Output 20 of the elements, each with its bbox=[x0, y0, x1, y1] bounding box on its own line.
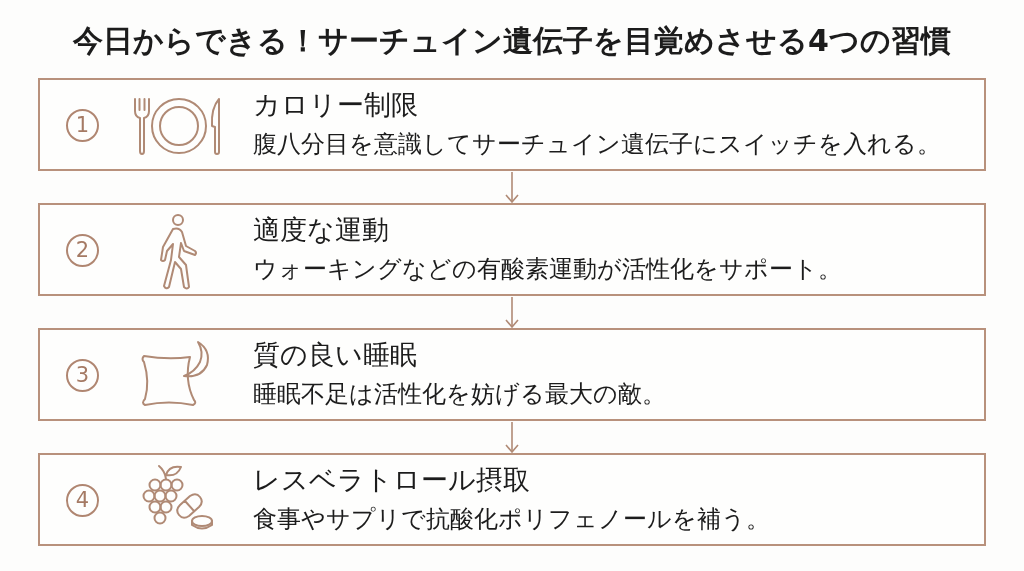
step-description: 食事やサプリで抗酸化ポリフェノールを補う。 bbox=[253, 504, 770, 534]
arrow bbox=[505, 171, 519, 203]
step-box bbox=[38, 453, 986, 546]
diagram-title: 今日からできる！サーチュイン遺伝子を目覚めさせる4つの習慣 bbox=[73, 23, 951, 58]
step-description: 腹八分目を意識してサーチュイン遺伝子にスイッチを入れる。 bbox=[253, 129, 941, 159]
step-heading: レスベラトロール摂取 bbox=[253, 463, 530, 497]
step-number: 1 bbox=[66, 109, 99, 142]
step-description: ウォーキングなどの有酸素運動が活性化をサポート。 bbox=[253, 254, 842, 284]
step-heading: 質の良い睡眠 bbox=[253, 338, 417, 372]
step-heading: 適度な運動 bbox=[253, 213, 389, 247]
step-number: 4 bbox=[66, 484, 99, 517]
step-number: 3 bbox=[66, 359, 99, 392]
step-number: 2 bbox=[66, 234, 99, 267]
step-description: 睡眠不足は活性化を妨げる最大の敵。 bbox=[253, 379, 666, 409]
step-heading: カロリー制限 bbox=[253, 88, 418, 122]
arrow bbox=[505, 421, 519, 453]
arrow bbox=[505, 296, 519, 328]
step-box bbox=[38, 78, 986, 171]
step-box bbox=[38, 203, 986, 296]
step-box bbox=[38, 328, 986, 421]
